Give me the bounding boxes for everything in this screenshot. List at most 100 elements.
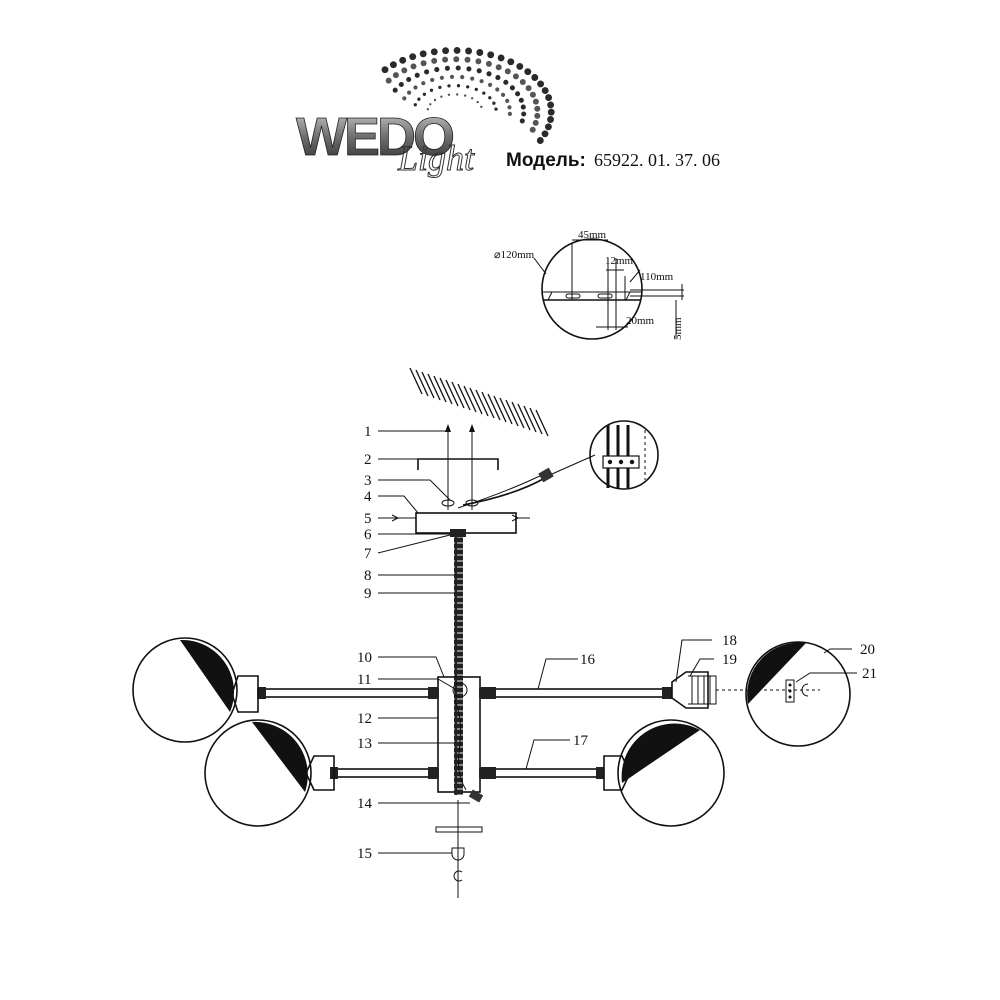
ceiling-hatch: [409, 367, 549, 437]
logo-dot: [417, 97, 421, 101]
logo-dot: [518, 97, 524, 103]
logo-dot: [389, 61, 397, 69]
logo-dot: [420, 60, 427, 67]
part-label-10: 10: [357, 650, 372, 666]
logo-dot: [433, 98, 437, 102]
logo-dot: [392, 87, 398, 93]
hatch-line: [433, 375, 447, 403]
part-label-20: 20: [860, 642, 875, 658]
logo-dot: [532, 98, 539, 105]
logo-dot: [419, 50, 427, 58]
logo-dot: [534, 105, 541, 112]
logo-dot: [453, 56, 460, 63]
logo-dot: [505, 98, 510, 103]
logo-dot: [385, 77, 392, 84]
mount-detail: ⌀120mm 45mm 12mm 110mm 20mm 5mm: [494, 229, 684, 340]
part-labels: 1 2 3 4 5 6 7 8 9 10 11 12 13 14 15 16 1…: [357, 424, 877, 862]
logo-dot: [430, 77, 435, 83]
logo-dot: [409, 53, 417, 61]
logo-dot: [429, 103, 432, 106]
logo-dot: [541, 130, 549, 138]
hatch-line: [469, 387, 483, 415]
part-label-17: 17: [573, 733, 589, 749]
shade-upper-left: [132, 637, 259, 743]
hatch-line: [445, 379, 459, 407]
logo-dot: [426, 108, 429, 111]
part-label-13: 13: [357, 736, 372, 752]
part-label-3: 3: [364, 473, 372, 489]
logo-dot: [492, 101, 496, 105]
logo-dot: [449, 74, 455, 79]
logo-dot: [537, 80, 545, 88]
logo-dot: [422, 92, 427, 96]
logo-text: WEDO: [296, 107, 453, 167]
logo-dot: [413, 103, 417, 107]
hatch-line: [481, 391, 495, 419]
logo-dot: [466, 66, 472, 72]
logo-dot: [475, 58, 482, 65]
logo-dot: [476, 49, 484, 56]
logo-dot: [487, 51, 495, 59]
logo-dot: [536, 137, 544, 144]
logo-dot: [464, 56, 471, 63]
logo-dot: [544, 123, 552, 131]
logo-dot: [547, 116, 554, 123]
logo-dot: [519, 118, 525, 124]
logo-dot: [442, 47, 450, 55]
logo-dot: [476, 68, 482, 74]
part-label-14: 14: [357, 796, 373, 812]
logo-dot: [507, 105, 512, 110]
logo-dot: [482, 91, 486, 95]
shade-right-exploded: [671, 641, 851, 747]
logo-dot: [488, 96, 492, 100]
hatch-line: [499, 397, 513, 425]
logo-dot: [456, 93, 459, 96]
logo-dot: [541, 87, 549, 95]
logo-dot: [399, 56, 407, 64]
logo-dot: [495, 87, 500, 92]
logo-dot: [440, 95, 443, 98]
logo-dot: [447, 84, 451, 88]
logo-dot: [438, 85, 442, 90]
logo-dot: [503, 79, 509, 85]
logo-dot: [497, 54, 505, 62]
hatch-line: [529, 407, 543, 435]
logo-dot: [456, 84, 461, 88]
logo-dot: [474, 87, 478, 92]
brand-logo: WEDO Light: [296, 46, 555, 179]
logo-dot: [453, 46, 461, 54]
logo-dot: [524, 68, 532, 76]
logo-dot: [495, 64, 502, 71]
logo-dot: [509, 85, 515, 91]
model-label: Модель:: [506, 150, 586, 171]
part-label-16: 16: [580, 652, 596, 668]
hatch-line: [415, 369, 429, 397]
logo-dot: [479, 79, 484, 84]
logo-dot: [431, 57, 438, 64]
logo-dot: [485, 60, 492, 67]
dim-diameter: ⌀120mm: [494, 249, 535, 261]
logo-dot: [504, 68, 511, 75]
logo-dot: [494, 107, 498, 111]
ceiling-mount: [388, 420, 659, 677]
hatch-line: [451, 381, 465, 409]
logo-dot: [521, 111, 527, 117]
logo-dot: [495, 75, 501, 81]
logo-dot: [534, 112, 541, 119]
logo-dot: [519, 79, 526, 85]
part-label-1: 1: [364, 424, 372, 440]
part-label-4: 4: [364, 489, 372, 505]
logo-dot: [466, 85, 470, 89]
logo-dot: [488, 82, 493, 87]
hatch-line: [517, 403, 531, 431]
logo-dot: [430, 48, 438, 56]
logo-dot: [402, 96, 407, 101]
shade-lower-left: [204, 719, 335, 827]
logo-dot: [547, 108, 555, 116]
logo-dot: [392, 72, 399, 79]
hatch-line: [511, 401, 525, 429]
dim-110: 110mm: [640, 271, 674, 283]
part-label-6: 6: [364, 527, 372, 543]
dim-20: 20mm: [626, 315, 655, 327]
part-label-11: 11: [357, 672, 371, 688]
